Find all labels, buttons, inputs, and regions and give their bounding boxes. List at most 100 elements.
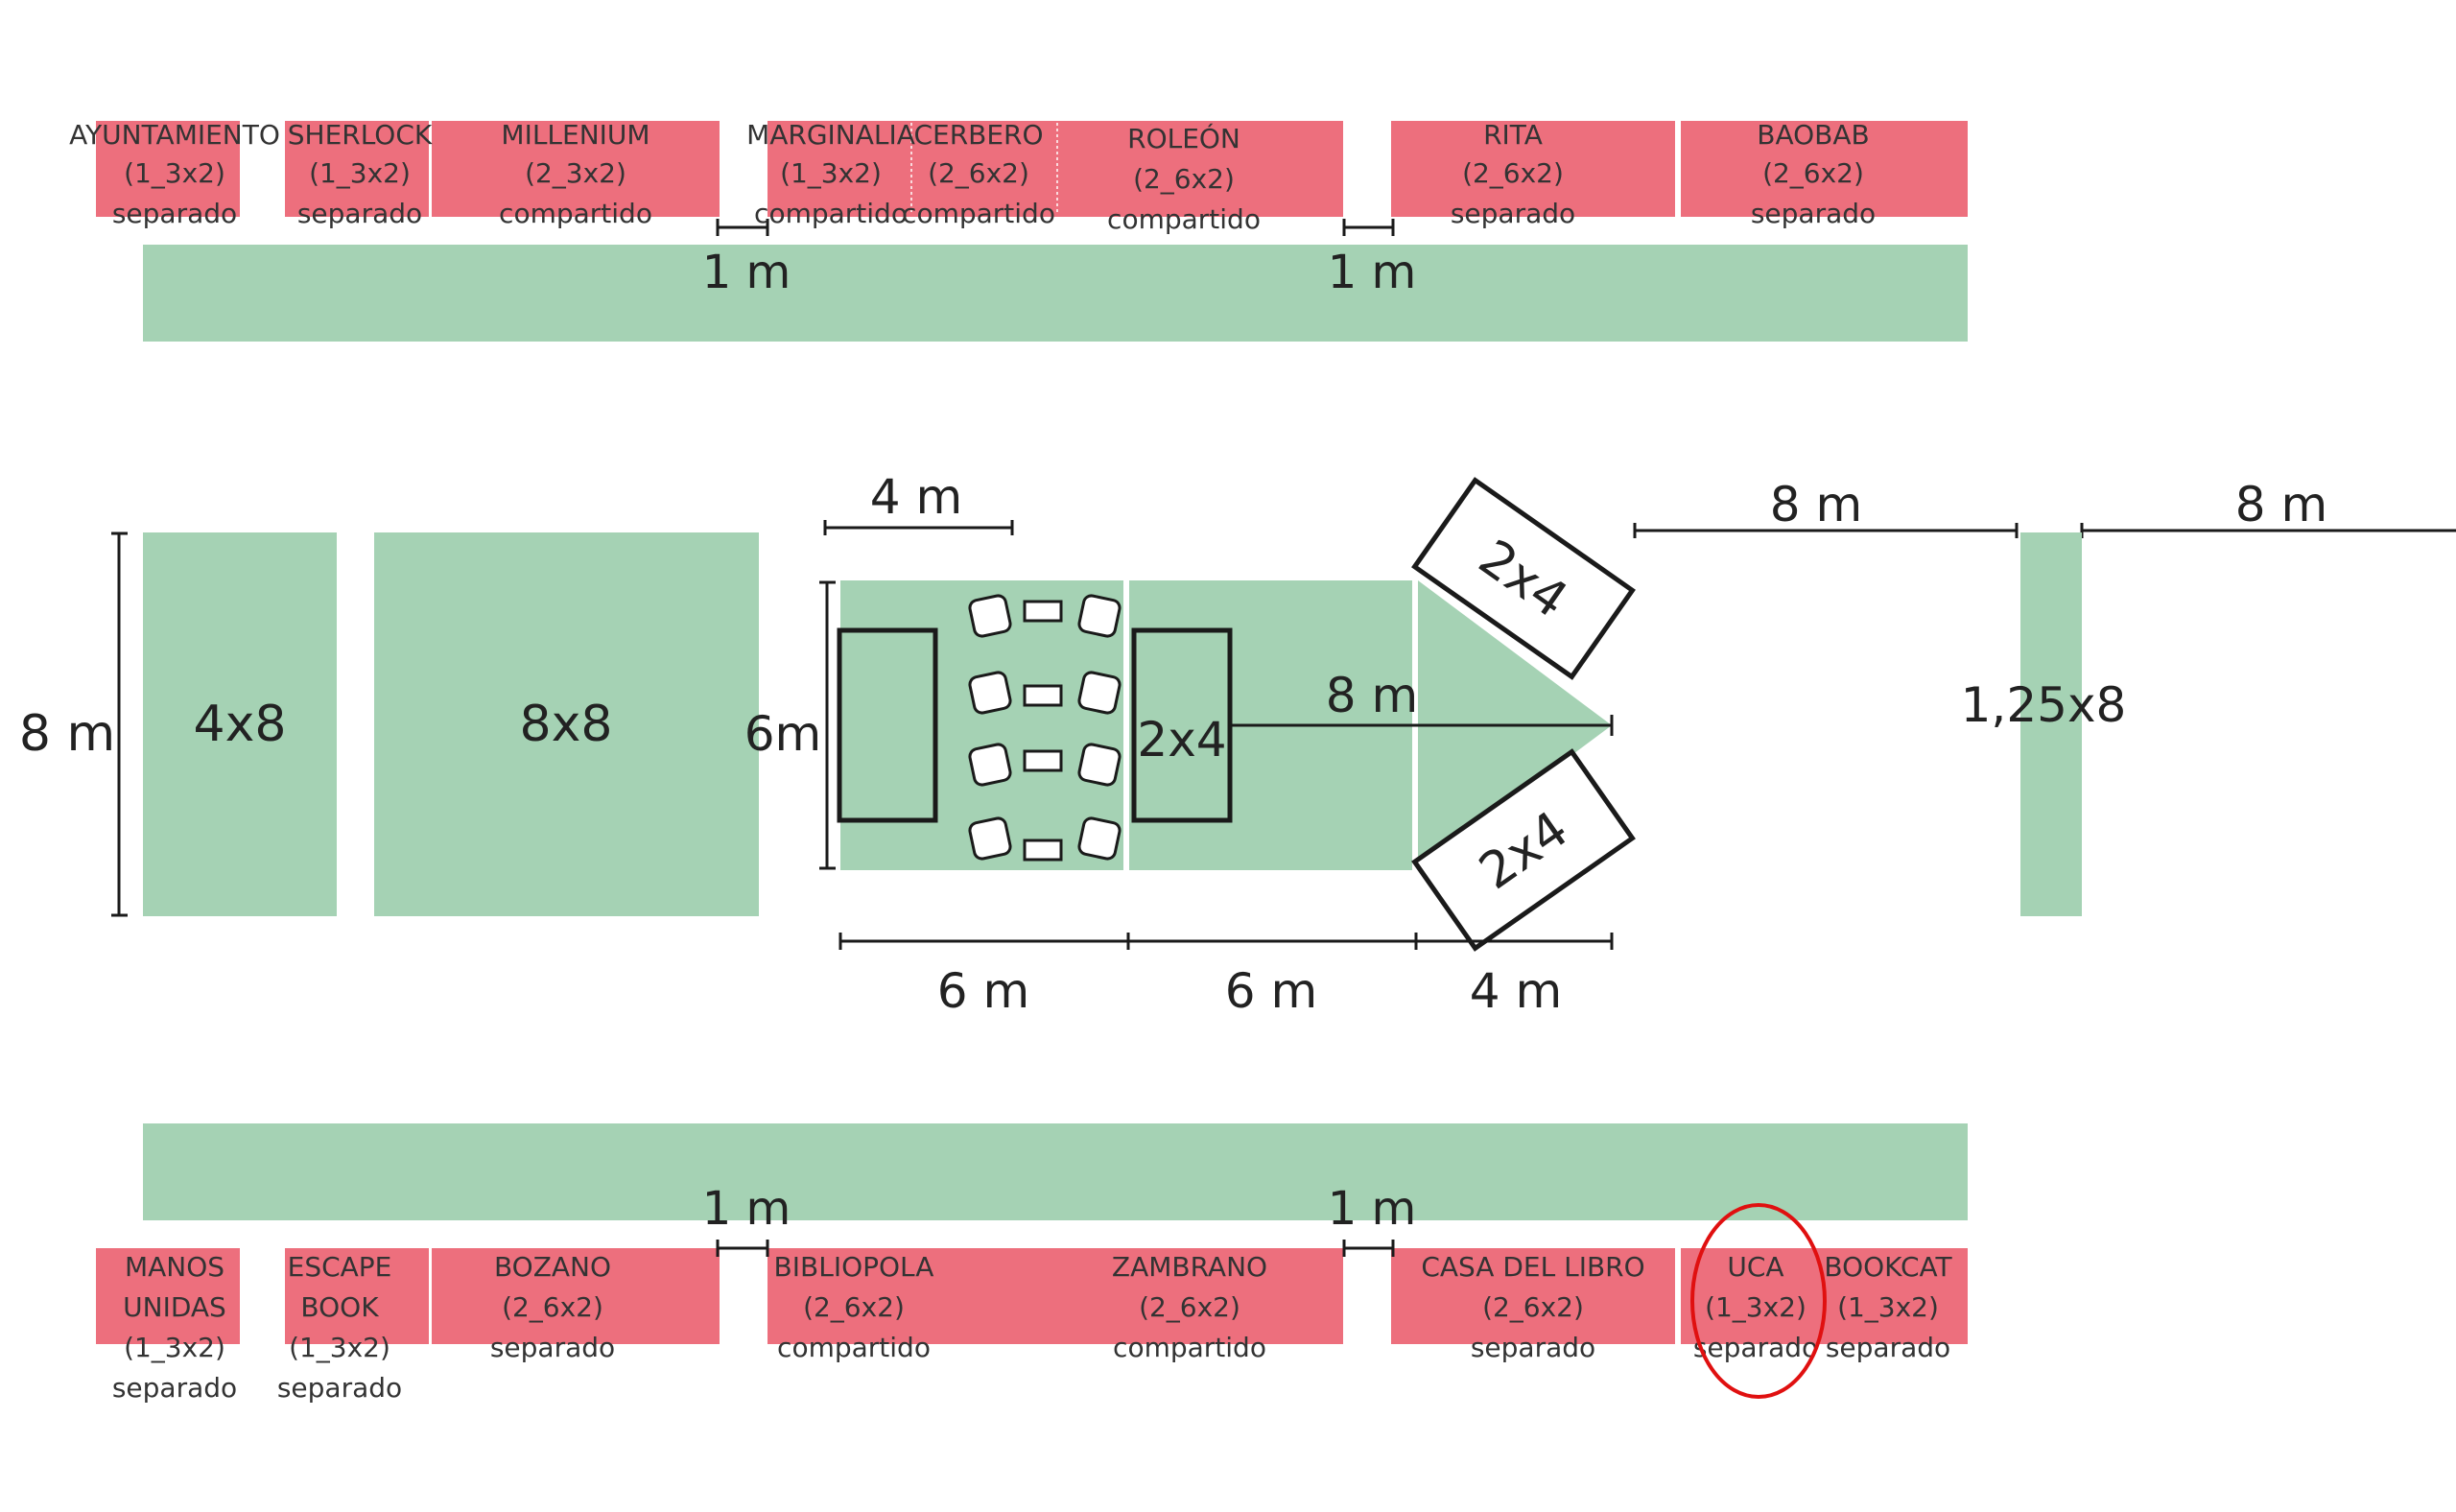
stand-name: BOZANO (494, 1251, 611, 1283)
stand-type: separado (1751, 198, 1876, 229)
small-table-icon (1023, 749, 1063, 772)
stand-size: (1_3x2) (309, 157, 411, 189)
block-4x8-label: 4x8 (194, 696, 287, 753)
stand-zambrano[interactable] (1055, 1248, 1343, 1344)
right-dim-label-2: 8 m (2235, 477, 2327, 532)
stand-size: (2_6x2) (1139, 1291, 1240, 1323)
stand-name: ROLEÓN (1127, 122, 1240, 154)
stand-label-bibliopola: BIBLIOPOLA (2_6x2) compartido (774, 1251, 934, 1363)
stand-name: MILLENIUM (501, 119, 649, 151)
block-8x8-label: 8x8 (520, 696, 613, 753)
stand-type: compartido (902, 198, 1055, 229)
bottom-dim-label-3: 4 m (1470, 963, 1562, 1019)
stand-type: separado (112, 1372, 237, 1404)
top-gap-label-1: 1 m (702, 246, 791, 299)
stand-size: (2_6x2) (1133, 163, 1235, 195)
stand-name: ESCAPE (288, 1251, 392, 1283)
block-4x8[interactable] (143, 532, 337, 916)
stand-casa-del-libro[interactable] (1391, 1248, 1675, 1344)
strip-label: 1,25x8 (1961, 677, 2127, 733)
stand-bookcat[interactable] (1825, 1248, 1968, 1344)
stand-label-bookcat: BOOKCAT (1_3x2) separado (1824, 1251, 1952, 1363)
stand-size: (1_3x2) (124, 157, 225, 189)
stand-marginalia[interactable] (768, 121, 911, 217)
top-width-dimension (823, 520, 1014, 535)
stand-label-cerbero: CERBERO (2_6x2) compartido (902, 119, 1055, 229)
stand-name: UCA (1727, 1251, 1783, 1283)
top-walkway (143, 245, 1968, 342)
stand-name: CASA DEL LIBRO (1421, 1251, 1644, 1283)
stand-type: compartido (499, 198, 652, 229)
bottom-gap-label-2: 1 m (1328, 1182, 1417, 1236)
stand-name: BAOBAB (1757, 119, 1869, 151)
stand-size: (1_3x2) (780, 157, 882, 189)
small-table-icon (1023, 684, 1063, 707)
stand-label-ayuntamiento: AYUNTAMIENTO (1_3x2) separado (69, 119, 280, 229)
stage-table[interactable] (837, 627, 938, 823)
stand-label-manos-unidas: MANOS UNIDAS (1_3x2) separado (112, 1251, 237, 1404)
stand-millenium[interactable] (432, 121, 720, 217)
stand-size: (2_6x2) (1462, 157, 1564, 189)
stand-type: compartido (777, 1332, 931, 1363)
stand-bibliopola[interactable] (768, 1248, 1055, 1344)
length-label: 8 m (1326, 668, 1418, 723)
stand-label-millenium: MILLENIUM (2_3x2) compartido (499, 119, 652, 229)
stand-name: BOOK (300, 1291, 379, 1323)
right-dim-label-1: 8 m (1770, 477, 1862, 532)
stand-bozano[interactable] (432, 1248, 720, 1344)
stand-name: SHERLOCK (288, 119, 433, 151)
bottom-dim-label-2: 6 m (1225, 963, 1317, 1019)
stand-manos-unidas[interactable] (96, 1248, 240, 1344)
stand-rita[interactable] (1391, 121, 1675, 217)
bottom-dimensions (838, 933, 1614, 950)
stand-label-baobab: BAOBAB (2_6x2) separado (1751, 119, 1876, 229)
stand-size: (1_3x2) (1837, 1291, 1939, 1323)
stand-roleon[interactable] (1055, 121, 1343, 217)
stand-baobab[interactable] (1681, 121, 1968, 217)
bottom-gap-marker-1 (716, 1240, 769, 1257)
table-2x4-label: 2x4 (1137, 712, 1226, 768)
stand-name: AYUNTAMIENTO (69, 119, 280, 151)
stand-label-marginalia: MARGINALIA (1_3x2) compartido (746, 119, 915, 229)
stand-size: (2_6x2) (502, 1291, 603, 1323)
stand-type: compartido (754, 198, 908, 229)
stand-type: separado (112, 198, 237, 229)
small-table-icon (1023, 839, 1063, 862)
stand-name: MANOS (125, 1251, 224, 1283)
stand-size: (1_3x2) (1705, 1291, 1807, 1323)
top-gap-label-2: 1 m (1328, 246, 1417, 299)
small-table-icon (1023, 600, 1063, 623)
stand-sherlock[interactable] (285, 121, 429, 217)
stand-name: BOOKCAT (1824, 1251, 1952, 1283)
uca-highlight-circle (1690, 1203, 1827, 1399)
height-dimension-label: 8 m (19, 705, 115, 763)
stand-label-bozano: BOZANO (2_6x2) separado (490, 1251, 615, 1363)
stand-name: BIBLIOPOLA (774, 1251, 934, 1283)
stand-label-sherlock: SHERLOCK (1_3x2) separado (288, 119, 433, 229)
stand-label-uca: UCA (1_3x2) separado (1693, 1251, 1818, 1363)
stand-size: (2_6x2) (1482, 1291, 1584, 1323)
stand-type: separado (1451, 198, 1575, 229)
stand-name: RITA (1483, 119, 1543, 151)
stand-label-roleon: ROLEÓN (2_6x2) compartido (1107, 122, 1261, 235)
stand-size: (1_3x2) (289, 1332, 390, 1363)
strip-1-25x8[interactable] (2020, 532, 2082, 916)
stand-cerbero[interactable] (911, 121, 1055, 217)
stand-ayuntamiento[interactable] (96, 121, 240, 217)
stand-label-escape-book: ESCAPE BOOK (1_3x2) separado (277, 1251, 402, 1404)
stand-escape-book[interactable] (285, 1248, 429, 1344)
bottom-gap-marker-2 (1342, 1240, 1395, 1257)
seating-group (968, 594, 1122, 862)
chair-icon (968, 816, 1012, 861)
block-8x8[interactable] (374, 532, 759, 916)
stand-type: separado (1826, 1332, 1950, 1363)
stand-name: ZAMBRANO (1112, 1251, 1267, 1283)
stand-name: UNIDAS (123, 1291, 226, 1323)
stand-uca[interactable] (1681, 1248, 1825, 1344)
angled-table-2[interactable]: 2x4 (1411, 748, 1636, 952)
depth-dimension-label: 6m (744, 706, 822, 762)
stand-size: (2_6x2) (803, 1291, 905, 1323)
angled-table-1[interactable]: 2x4 (1411, 477, 1636, 680)
middle-section: 8 m 4x8 8x8 6m 4 m (19, 469, 2456, 1019)
